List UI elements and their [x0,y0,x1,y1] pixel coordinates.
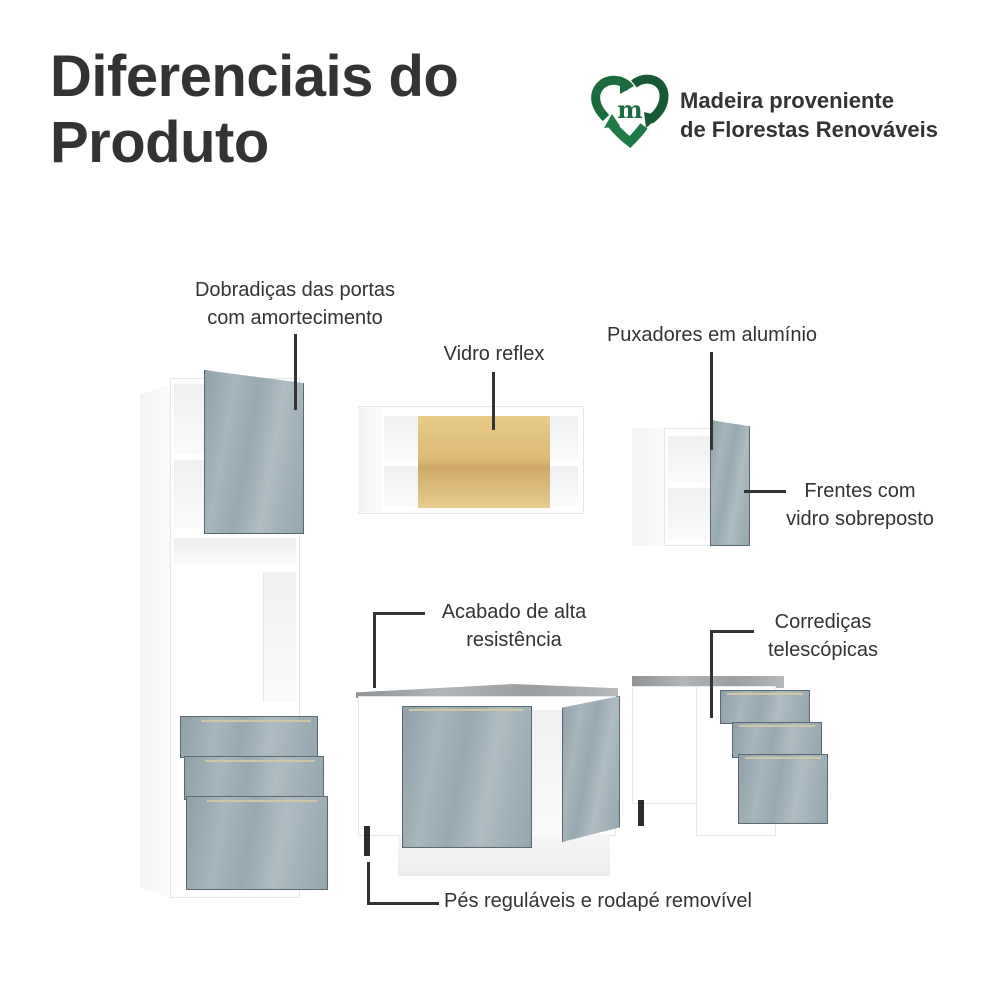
base-cabinet-left-door [402,706,532,848]
door-handle [409,709,523,711]
drawer-handle [201,720,311,722]
callout-line-fronts [744,490,786,493]
drawer-handle [745,757,821,759]
callout-line-slides-v [710,630,713,718]
tower-drawer-1 [180,716,318,758]
reflex-glass-panel [418,416,550,508]
wall-cabinet-side [358,408,382,512]
callout-line-finish-v [373,612,376,688]
tower-upper-shelf-bottom [174,460,206,528]
callout-line-feet-v [367,862,370,904]
renewable-wood-badge: m Madeira proveniente de Florestas Renov… [590,72,970,148]
tower-glass-door [204,370,304,534]
badge-line-2: de Florestas Renováveis [680,117,939,142]
adjustable-foot [364,826,370,856]
cabinet-drawer-3 [738,754,828,824]
adjustable-foot [638,800,644,826]
callout-hinges: Dobradiças das portas com amortecimento [194,279,396,329]
callout-line-slides-h [710,630,754,633]
callout-slides: Corrediças telescópicas [767,611,879,661]
tower-side-panel [140,384,172,898]
base-cabinet-right-door-open [562,696,620,842]
oven-niche-side [264,572,296,702]
drawer-cabinet-countertop [632,676,784,688]
drawer-handle [205,760,315,762]
recycle-m-logo-icon: m [591,74,669,148]
small-cabinet-side [632,428,666,546]
callout-line-hinges [294,334,297,410]
badge-line-1: Madeira proveniente [680,88,894,113]
drawer-handle [739,725,815,727]
svg-text:m: m [617,95,642,124]
drawer-handle [727,693,803,695]
base-cabinet-interior [530,710,564,836]
oven-niche [174,572,264,702]
cabinet-drawer-2 [732,722,822,758]
callout-feet: Pés reguláveis e rodapé removível [444,890,752,912]
callout-line-feet-h [367,902,439,905]
tower-upper-shelf-top [174,384,206,454]
callout-line-finish-h [373,612,425,615]
callout-line-handles [710,352,713,450]
title-line-2: Produto [50,110,269,175]
drawer-cabinet-side [632,686,698,804]
cabinet-drawer-1 [720,690,810,724]
callout-finish: Acabado de alta resistência [441,601,587,651]
callout-line-reflex-glass [492,372,495,430]
callout-fronts: Frentes com vidro sobreposto [786,480,934,530]
badge-text: Madeira proveniente de Florestas Renováv… [680,86,938,144]
drawer-handle [207,800,317,802]
small-cabinet-shelf-top [668,436,712,482]
small-cabinet-shelf-bottom [668,488,712,540]
callout-reflex-glass: Vidro reflex [443,343,545,365]
callout-handles: Puxadores em alumínio [606,324,818,346]
small-cabinet-glass-door [710,420,750,546]
tower-drawer-3 [186,796,328,890]
title-line-1: Diferenciais do [50,44,459,109]
page-title: Diferenciais do Produto [50,44,459,176]
tower-middle-niche [174,538,296,564]
tower-drawer-2 [184,756,324,800]
